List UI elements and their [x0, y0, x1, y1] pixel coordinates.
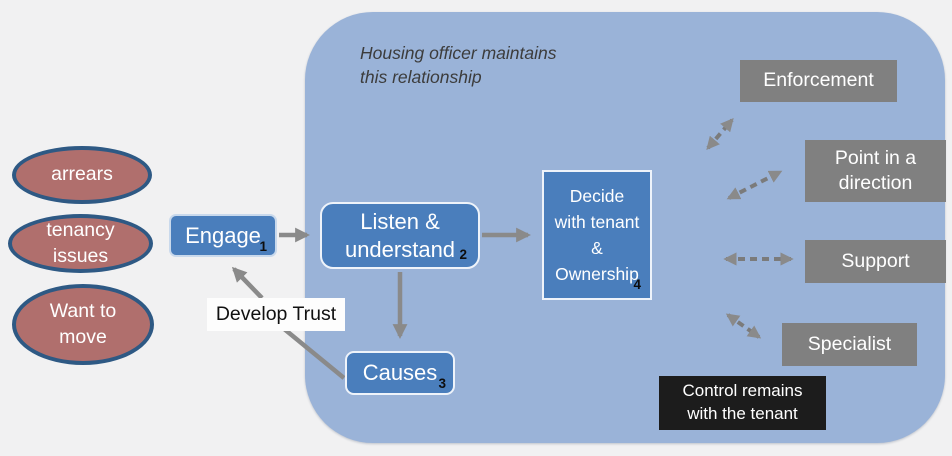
outcome-label: Support — [841, 249, 910, 272]
outcome-box-specialist: Specialist — [782, 323, 917, 366]
step-number: 1 — [259, 239, 267, 254]
step-label: Decide with tenant & Ownership — [554, 185, 640, 285]
outcome-box-point-in-a-direction: Point in a direction — [805, 140, 946, 202]
outcome-box-support: Support — [805, 240, 946, 283]
trigger-label: Want to move — [49, 300, 117, 348]
control-remains-note: Control remains with the tenant — [659, 376, 826, 430]
trigger-ellipse-want-to-move: Want to move — [12, 284, 154, 365]
outcome-box-enforcement: Enforcement — [740, 60, 897, 102]
housing-officer-note: Housing officer maintains this relations… — [360, 43, 557, 87]
step-box-listen-understand: Listen & understand 2 — [320, 202, 480, 269]
step-box-decide-with-tenant: Decide with tenant & Ownership 4 — [542, 170, 652, 300]
step-box-engage: Engage 1 — [169, 214, 277, 257]
step-label: Causes — [362, 360, 438, 385]
arrow-trust-to-engage — [231, 266, 264, 300]
step-number: 2 — [459, 247, 467, 263]
outcome-label: Enforcement — [763, 69, 874, 92]
trigger-label: arrears — [51, 163, 113, 186]
step-number: 3 — [438, 376, 446, 391]
develop-trust-label: Develop Trust — [207, 298, 345, 331]
trigger-ellipse-tenancy-issues: tenancy issues — [8, 214, 153, 273]
develop-trust-text: Develop Trust — [215, 303, 337, 325]
trigger-label: tenancy issues — [46, 219, 115, 267]
step-label: Engage — [185, 222, 261, 248]
outcome-label: Specialist — [807, 332, 892, 355]
step-number: 4 — [633, 276, 641, 292]
control-remains-text: Control remains with the tenant — [682, 381, 803, 423]
trigger-ellipse-arrears: arrears — [12, 146, 152, 204]
step-label: Listen & understand — [344, 209, 456, 262]
outcome-label: Point in a direction — [834, 146, 917, 194]
step-box-causes: Causes 3 — [345, 351, 455, 395]
